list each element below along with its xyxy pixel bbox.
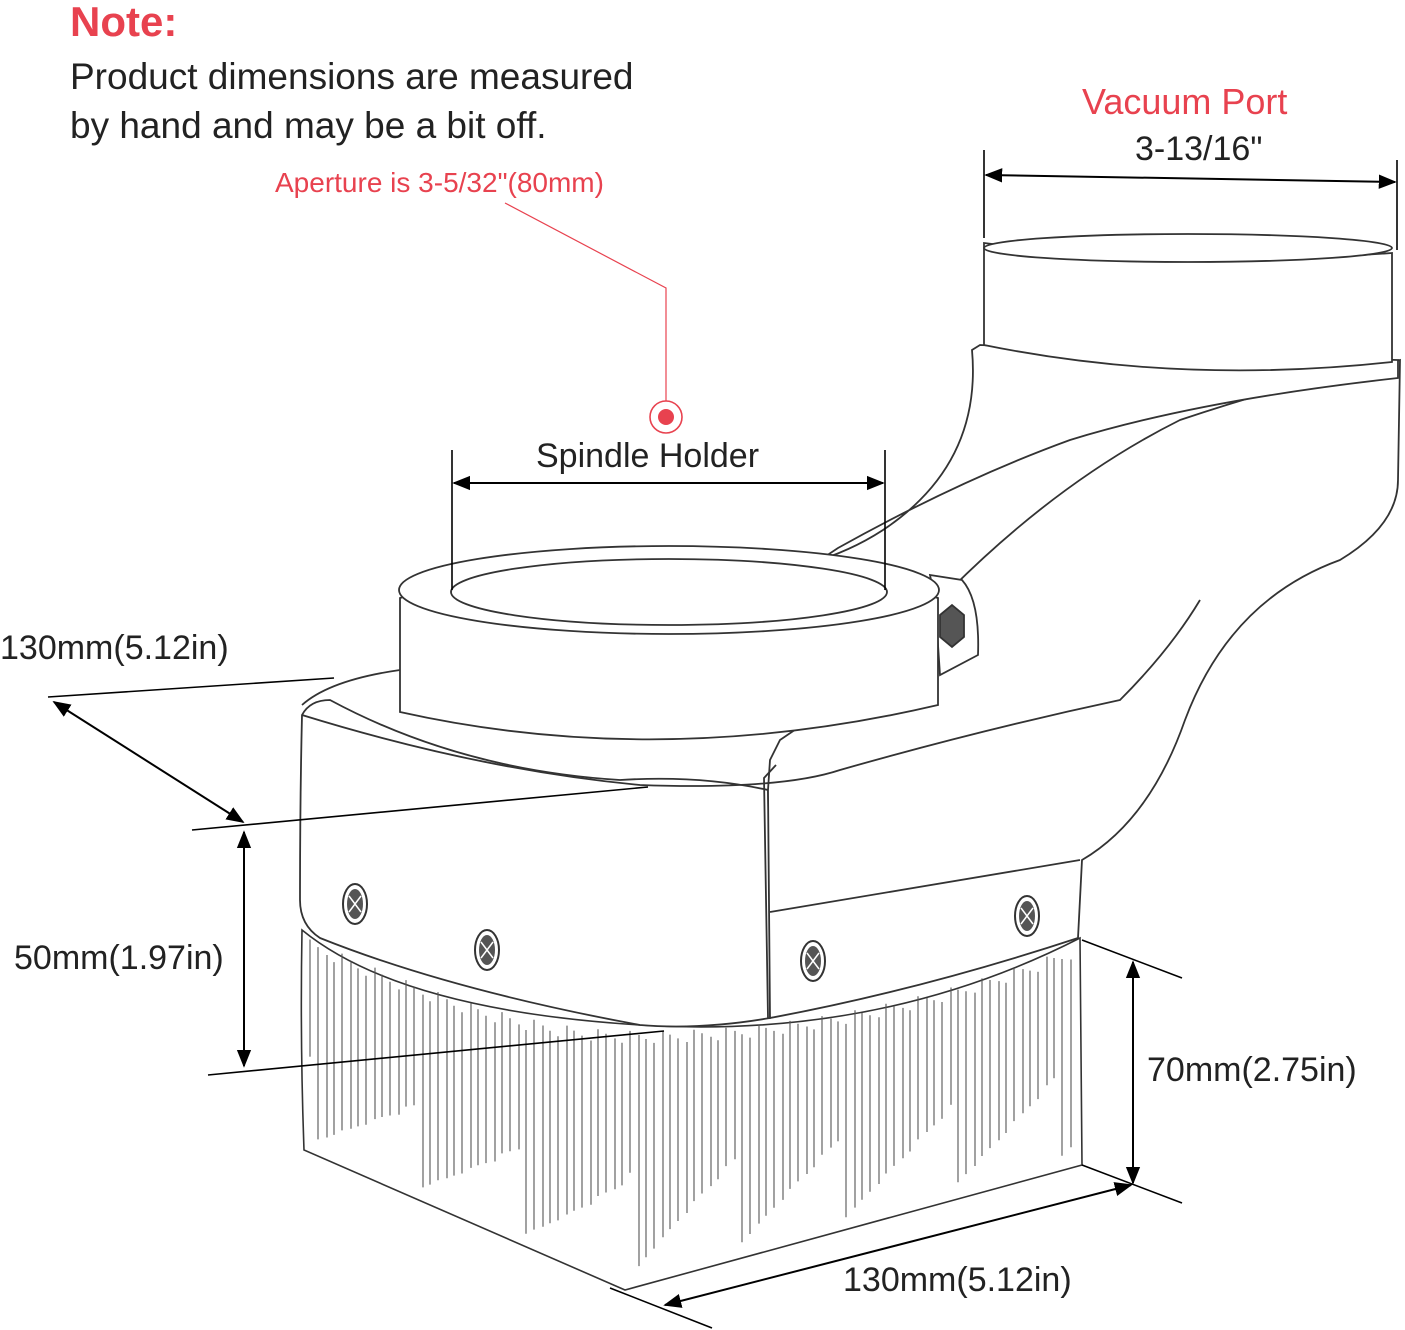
upper-height-label: 50mm(1.97in) (14, 939, 224, 977)
height50-ext-lower (207, 1030, 665, 1076)
vacuum-port-size: 3-13/16" (1135, 130, 1262, 168)
width-bottom-label: 130mm(5.12in) (843, 1261, 1072, 1299)
note-heading: Note: (70, 0, 177, 45)
width-ext-left (609, 1287, 713, 1329)
depth-ext-lower (191, 786, 649, 831)
depth-dim-arrow (52, 701, 245, 823)
vacuum-port-label: Vacuum Port (1082, 81, 1287, 122)
note-line-2: by hand and may be a bit off. (70, 105, 547, 146)
body-left-face (299, 699, 771, 1028)
screw-2 (474, 929, 500, 971)
aperture-marker-dot (658, 409, 674, 425)
screw-4 (1014, 895, 1040, 937)
ring-bore (450, 558, 888, 626)
body-seam (763, 764, 1081, 1019)
screw-1 (342, 883, 368, 925)
vacuum-dim-arrow (984, 168, 1397, 189)
dimension-lines (47, 150, 1398, 1329)
note-line-1: Product dimensions are measured (70, 56, 634, 97)
depth-ext-upper (47, 677, 335, 698)
height70-ext-upper (1081, 939, 1183, 979)
brush-bristles (309, 939, 1072, 1267)
width-dim-arrow (663, 1182, 1133, 1308)
spindle-holder-label: Spindle Holder (536, 437, 759, 475)
aperture-leader-line (504, 202, 667, 416)
aperture-label: Aperture is 3-5/32"(80mm) (275, 167, 604, 198)
aperture-callout (504, 202, 683, 434)
spindle-holder-ring (398, 545, 980, 741)
vacuum-port-opening (983, 233, 1393, 263)
body-top-deck (301, 599, 1201, 787)
clamp-bolt-hex (939, 603, 965, 649)
brush-height-label: 70mm(2.75in) (1147, 1051, 1357, 1089)
depth-top-label: 130mm(5.12in) (0, 629, 229, 667)
screws (342, 883, 1040, 982)
screw-3 (800, 940, 826, 982)
